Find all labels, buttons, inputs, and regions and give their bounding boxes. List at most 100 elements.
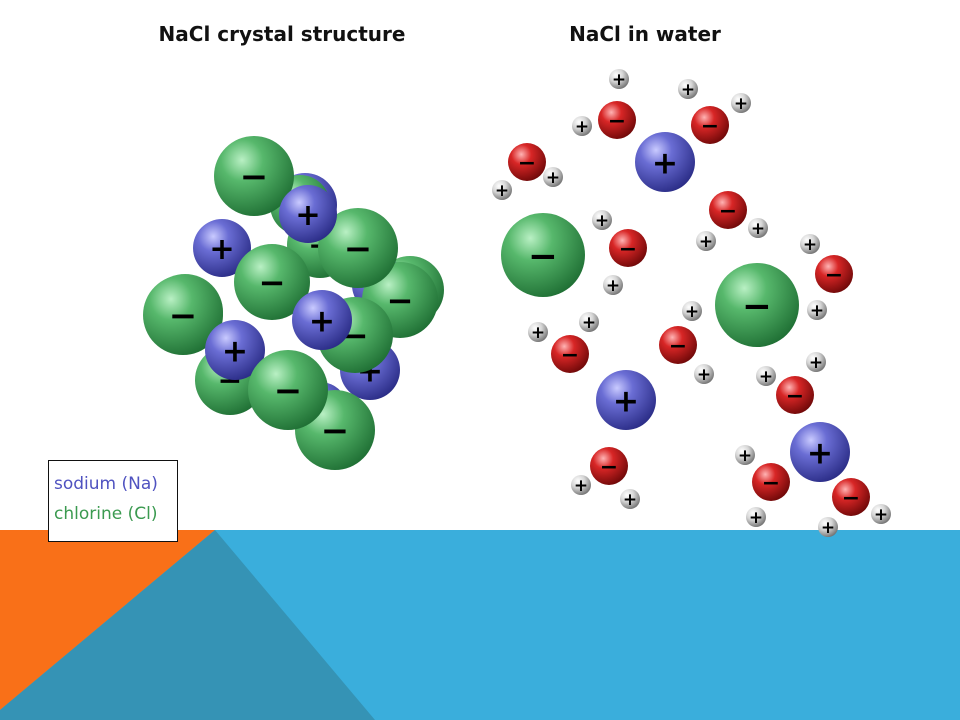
svg-text:−: − (386, 282, 413, 320)
svg-text:−: − (619, 237, 637, 262)
chloride-ion-icon: − (234, 244, 310, 320)
hydrogen-atom-icon: + (696, 231, 716, 252)
chloride-ion-icon: − (248, 350, 328, 430)
hydrogen-atom-icon: + (746, 507, 766, 528)
oxygen-atom-icon: − (598, 101, 636, 139)
svg-text:−: − (825, 263, 843, 288)
svg-text:+: + (807, 435, 833, 471)
svg-text:+: + (749, 508, 763, 528)
oxygen-atom-icon: − (832, 478, 870, 516)
svg-text:+: + (821, 518, 835, 538)
oxygen-atom-icon: − (776, 376, 814, 414)
svg-text:+: + (612, 70, 626, 90)
bottom-banner (0, 530, 960, 720)
svg-text:−: − (258, 264, 285, 302)
nacl-crystal-lattice: +−−+++−−−−−−−−++−−++− (143, 136, 444, 470)
hydrogen-atom-icon: + (818, 517, 838, 538)
svg-text:−: − (842, 486, 860, 511)
water-molecule-icon: ++− (678, 79, 751, 144)
svg-text:+: + (613, 383, 639, 419)
water-molecule-icon: ++− (592, 210, 647, 296)
svg-text:+: + (759, 367, 773, 387)
svg-text:−: − (518, 151, 536, 176)
sodium-ion-icon: + (292, 290, 352, 350)
hydrogen-atom-icon: + (807, 300, 827, 321)
svg-text:+: + (803, 235, 817, 255)
water-molecule-icon: ++− (659, 301, 714, 385)
oxygen-atom-icon: − (659, 326, 697, 364)
svg-text:−: − (762, 471, 780, 496)
hydrogen-atom-icon: + (806, 352, 826, 373)
chloride-ion-icon: − (318, 208, 398, 288)
svg-text:−: − (608, 109, 626, 134)
svg-text:+: + (652, 145, 678, 181)
svg-text:+: + (699, 232, 713, 252)
svg-text:+: + (574, 476, 588, 496)
sodium-ion-icon: + (279, 185, 337, 243)
chloride-ion-icon: − (501, 213, 585, 297)
svg-text:+: + (222, 333, 248, 369)
sodium-ion-icon: + (790, 422, 850, 482)
legend-sodium: sodium (Na) (54, 474, 158, 494)
water-molecule-icon: ++− (735, 445, 790, 528)
svg-text:+: + (623, 490, 637, 510)
oxygen-atom-icon: − (815, 255, 853, 293)
hydrogen-atom-icon: + (694, 364, 714, 385)
svg-text:−: − (561, 343, 579, 368)
sodium-ion-icon: + (635, 132, 695, 192)
svg-text:+: + (295, 198, 321, 233)
svg-text:+: + (810, 301, 824, 321)
sodium-ion-icon: + (205, 320, 265, 380)
svg-text:+: + (495, 181, 509, 201)
oxygen-atom-icon: − (709, 191, 747, 229)
svg-text:−: − (528, 236, 558, 277)
svg-text:−: − (169, 296, 198, 336)
svg-text:+: + (582, 313, 596, 333)
svg-text:+: + (697, 365, 711, 385)
legend: sodium (Na) chlorine (Cl) (48, 460, 178, 542)
svg-text:+: + (809, 353, 823, 373)
water-molecule-icon: ++− (571, 447, 640, 510)
oxygen-atom-icon: − (752, 463, 790, 501)
oxygen-atom-icon: − (691, 106, 729, 144)
crystal-title: NaCl crystal structure (159, 22, 406, 46)
svg-text:+: + (685, 302, 699, 322)
oxygen-atom-icon: − (590, 447, 628, 485)
water-molecule-icon: + +− (756, 352, 826, 414)
hydrogen-atom-icon: + (682, 301, 702, 322)
svg-text:−: − (321, 411, 350, 451)
legend-chlorine: chlorine (Cl) (54, 504, 158, 524)
svg-text:+: + (751, 219, 765, 239)
svg-text:−: − (240, 157, 269, 197)
nacl-in-water: ++−++−++−+++−−++−++−−++−++−++−++++−++−++… (492, 69, 891, 538)
svg-text:+: + (738, 446, 752, 466)
chloride-ion-icon: − (214, 136, 294, 216)
hydrogen-atom-icon: + (871, 504, 891, 525)
hydrogen-atom-icon: + (528, 322, 548, 343)
water-molecule-icon: + +− (800, 234, 853, 321)
hydrogen-atom-icon: + (620, 489, 640, 510)
svg-text:−: − (742, 286, 772, 327)
oxygen-atom-icon: − (551, 335, 589, 373)
hydrogen-atom-icon: + (603, 275, 623, 296)
svg-text:+: + (546, 168, 560, 188)
svg-text:−: − (669, 334, 687, 359)
sodium-ion-icon: + (596, 370, 656, 430)
svg-text:+: + (874, 505, 888, 525)
hydrogen-atom-icon: + (731, 93, 751, 114)
svg-text:−: − (786, 384, 804, 409)
svg-text:+: + (734, 94, 748, 114)
chloride-ion-icon: − (715, 263, 799, 347)
hydrogen-atom-icon: + (592, 210, 612, 231)
hydrogen-atom-icon: + (748, 218, 768, 239)
hydrogen-atom-icon: + (572, 116, 592, 137)
hydrogen-atom-icon: + (571, 475, 591, 496)
svg-text:−: − (344, 229, 373, 269)
oxygen-atom-icon: − (508, 143, 546, 181)
hydrogen-atom-icon: + (800, 234, 820, 255)
hydrogen-atom-icon: + (543, 167, 563, 188)
hydrogen-atom-icon: + (735, 445, 755, 466)
water-molecule-icon: ++− (572, 69, 636, 139)
hydrogen-atom-icon: + (609, 69, 629, 90)
